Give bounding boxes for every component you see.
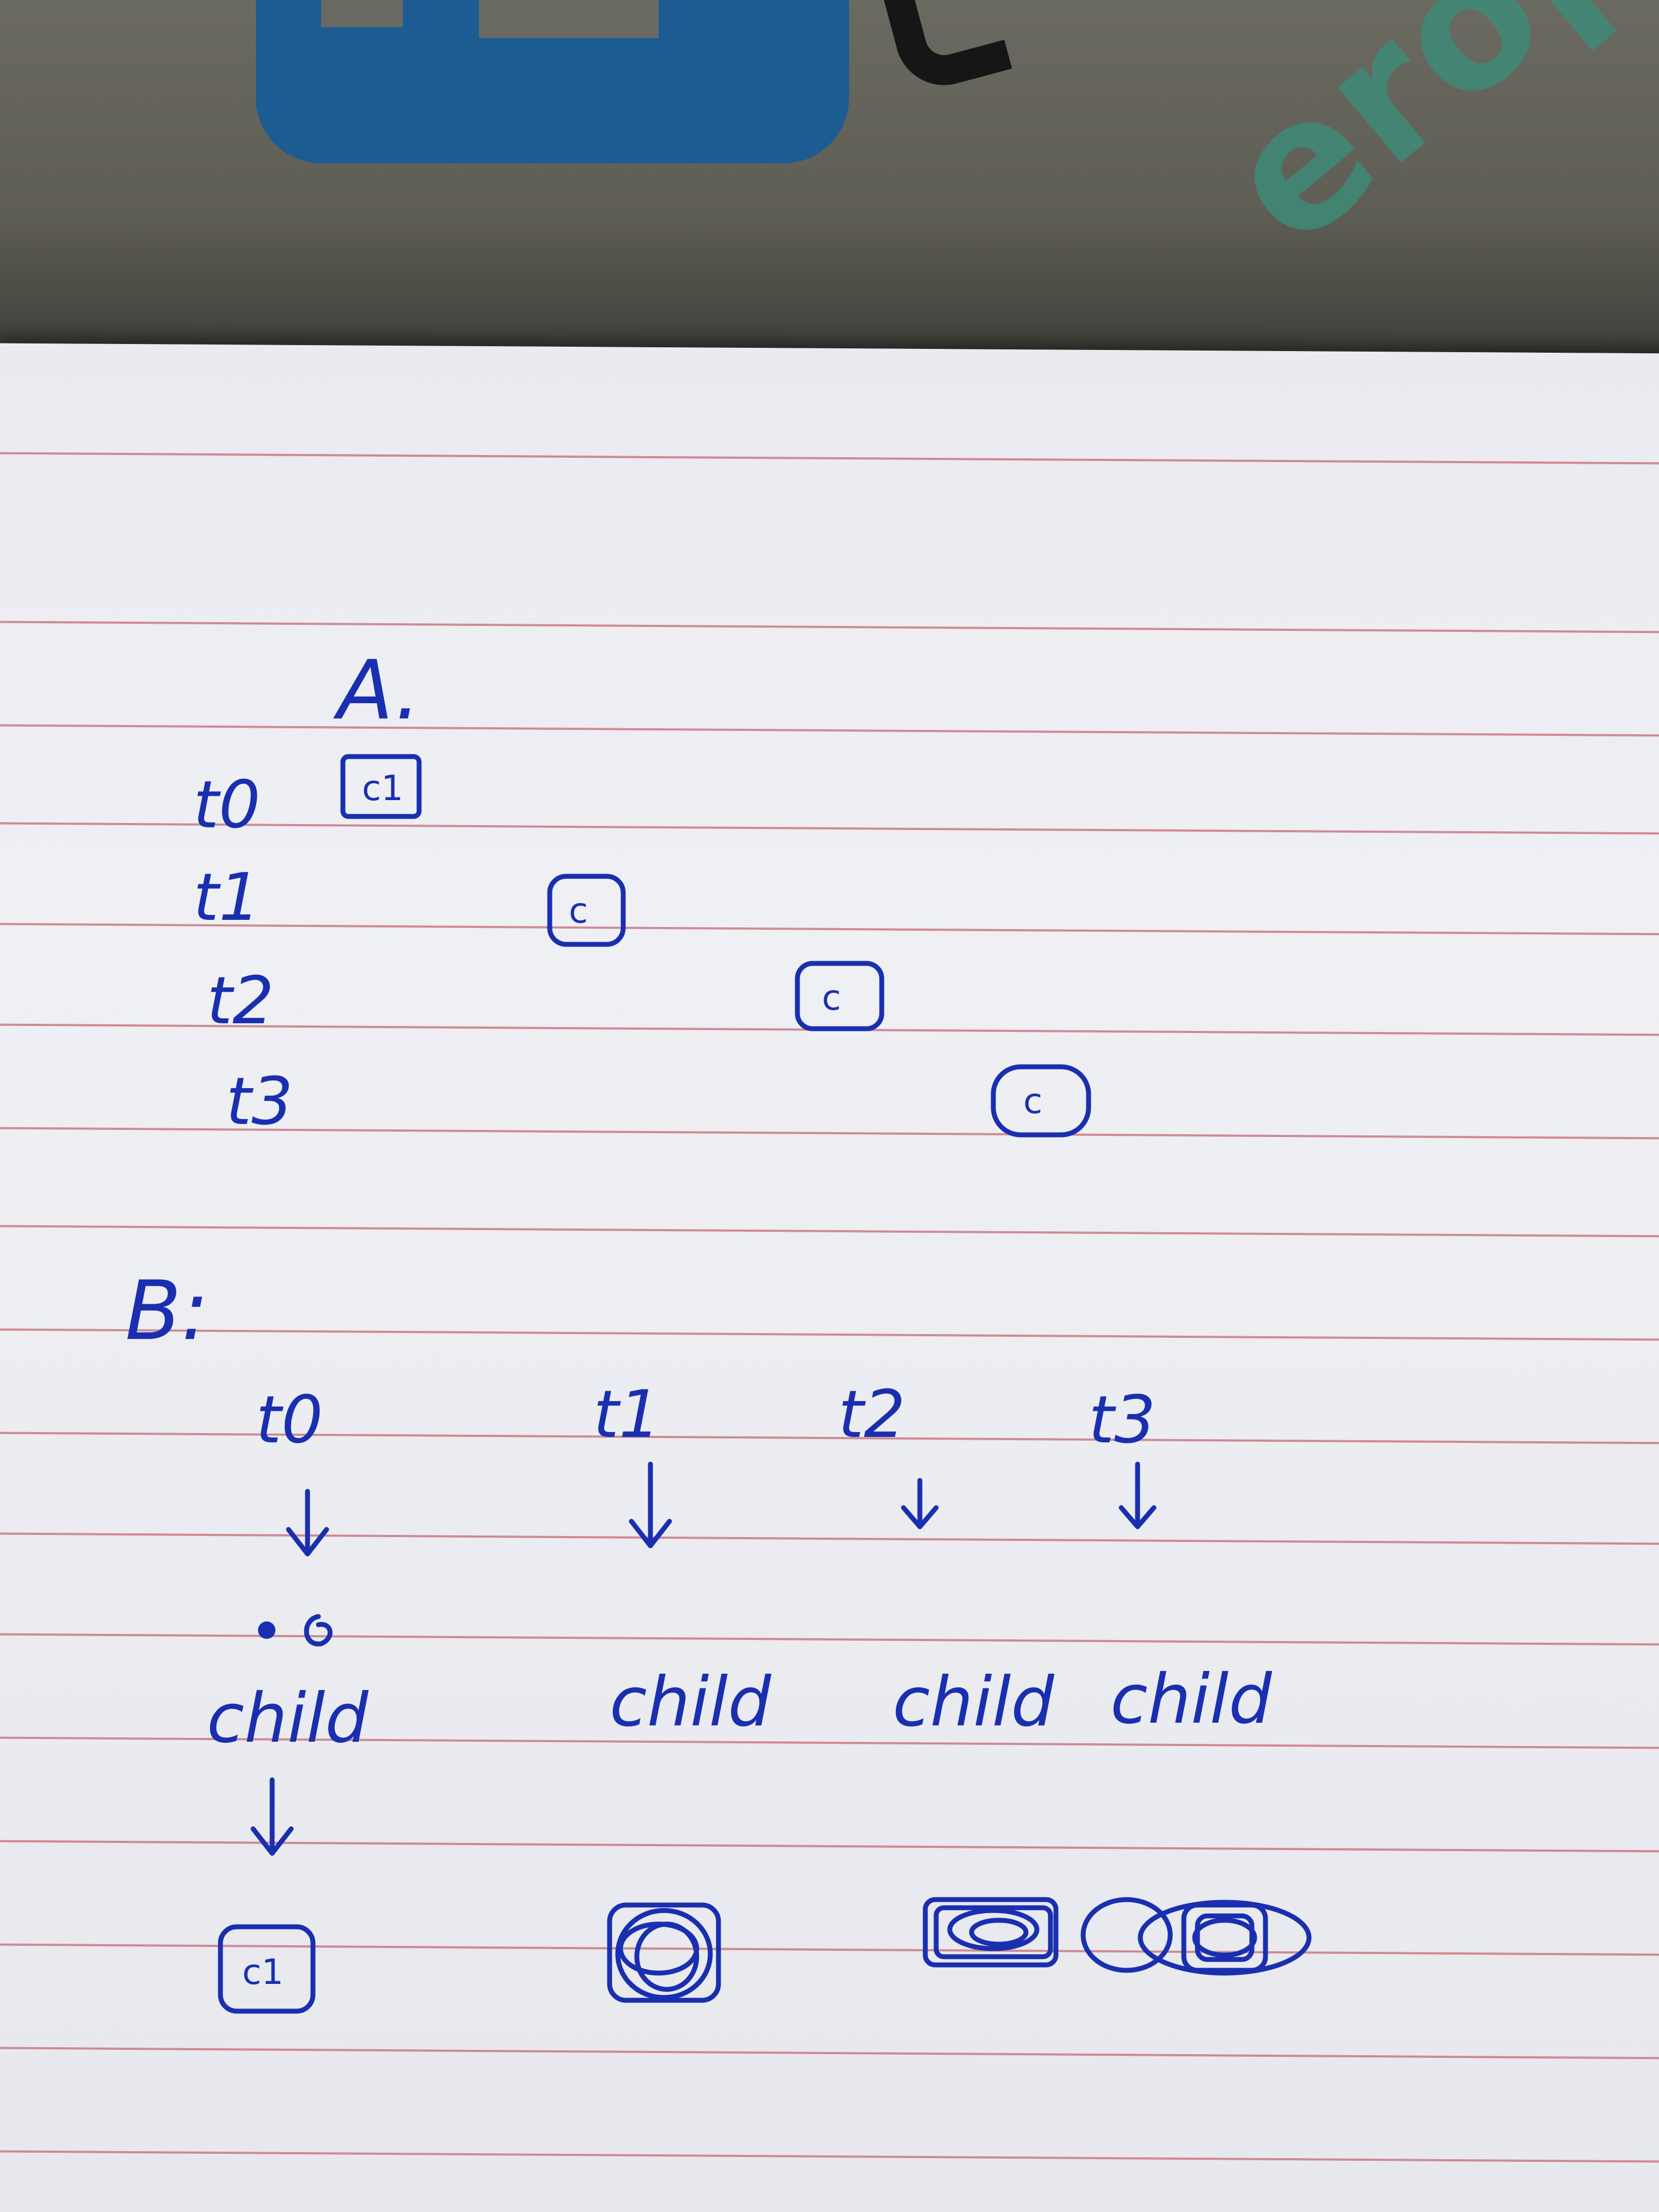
ink-mark [304, 1614, 333, 1646]
child-label: child [893, 1663, 1054, 1742]
blue-object-shape [256, 0, 849, 163]
section-b-time-label: t0 [256, 1382, 323, 1458]
down-arrow-icon [629, 1461, 672, 1549]
section-b-time-label: t3 [1089, 1382, 1156, 1458]
scribbled-box [1080, 1897, 1312, 1976]
section-b-heading: B: [125, 1264, 208, 1359]
child-label: child [1110, 1660, 1272, 1739]
state-box-label: c [1023, 1082, 1042, 1122]
section-a-heading: A. [333, 643, 421, 738]
state-box [795, 961, 884, 1031]
state-box [218, 1924, 316, 2014]
state-box [340, 754, 422, 819]
state-box-label: c [822, 978, 841, 1018]
state-box-label: c1 [242, 1952, 284, 1993]
state-box-label: c [569, 891, 588, 931]
blue-object-window [479, 0, 659, 38]
section-a-time-label: t3 [226, 1064, 293, 1140]
child-label: child [207, 1679, 368, 1758]
section-b-time-label: t2 [838, 1377, 905, 1453]
section-b-time-label: t1 [593, 1377, 660, 1453]
child-label: child [610, 1663, 771, 1742]
state-box [991, 1064, 1091, 1138]
state-box-label: c1 [362, 769, 403, 809]
down-arrow-icon [1119, 1461, 1157, 1529]
down-arrow-icon [286, 1489, 329, 1557]
section-a-time-label: t2 [207, 963, 274, 1039]
scribbled-box [607, 1902, 721, 2003]
down-arrow-icon [901, 1478, 939, 1529]
state-box [547, 874, 626, 947]
down-arrow-icon [250, 1777, 294, 1856]
section-a-time-label: t1 [193, 860, 260, 936]
ink-mark [258, 1621, 275, 1639]
section-a-time-label: t0 [193, 767, 260, 843]
scribbled-box [923, 1897, 1059, 1968]
blue-object-gap [321, 0, 403, 27]
background-surface: erop [0, 0, 1659, 381]
